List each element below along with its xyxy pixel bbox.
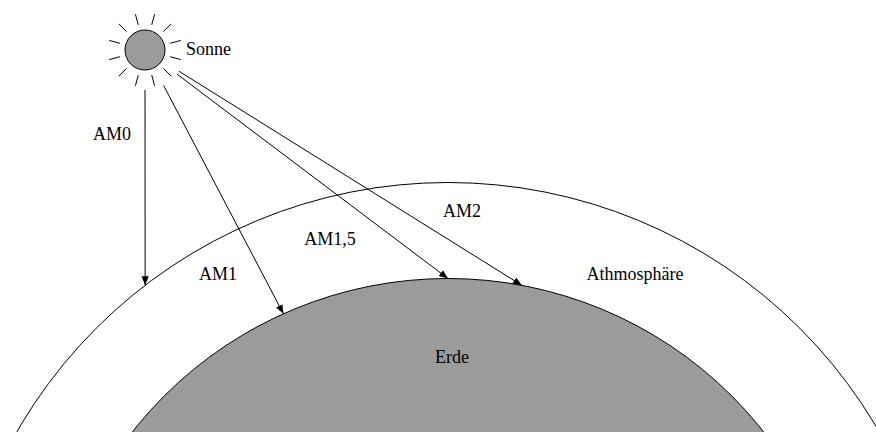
light-ray-arrow — [164, 85, 284, 313]
sun-disc — [125, 30, 165, 70]
sun-ray — [170, 40, 181, 43]
sun-ray — [163, 68, 171, 76]
light-ray-arrow — [145, 90, 146, 285]
node-label: Athmosphäre — [587, 264, 684, 286]
light-ray-arrow — [179, 71, 522, 285]
earth-border — [47, 279, 850, 432]
sun-ray — [119, 68, 127, 76]
sun-ray — [152, 14, 155, 25]
air-mass-label: AM2 — [441, 201, 483, 223]
sun-ray — [135, 14, 138, 25]
light-ray-arrow — [177, 74, 448, 278]
sun-ray — [109, 40, 120, 43]
sun-symbol — [105, 10, 185, 90]
node-label: Erde — [435, 347, 469, 369]
atmosphere-outline: Erde Athmosphäre — [0, 182, 876, 432]
air-mass-label: AM1,5 — [302, 229, 358, 251]
sun-symbol: Sonne — [105, 10, 185, 90]
sun-ray — [163, 24, 171, 32]
atmosphere-border — [0, 183, 876, 432]
sun-ray — [152, 75, 155, 86]
sun-ray — [119, 24, 127, 32]
node-label: Sonne — [186, 39, 231, 61]
air-mass-label: AM0 — [91, 124, 133, 146]
earth-disc: Erde — [46, 278, 850, 432]
sun-ray — [135, 75, 138, 86]
atmosphere-outline — [0, 182, 876, 432]
sun-ray — [170, 57, 181, 60]
sun-ray — [109, 57, 120, 60]
air-mass-label: AM1 — [197, 264, 239, 286]
